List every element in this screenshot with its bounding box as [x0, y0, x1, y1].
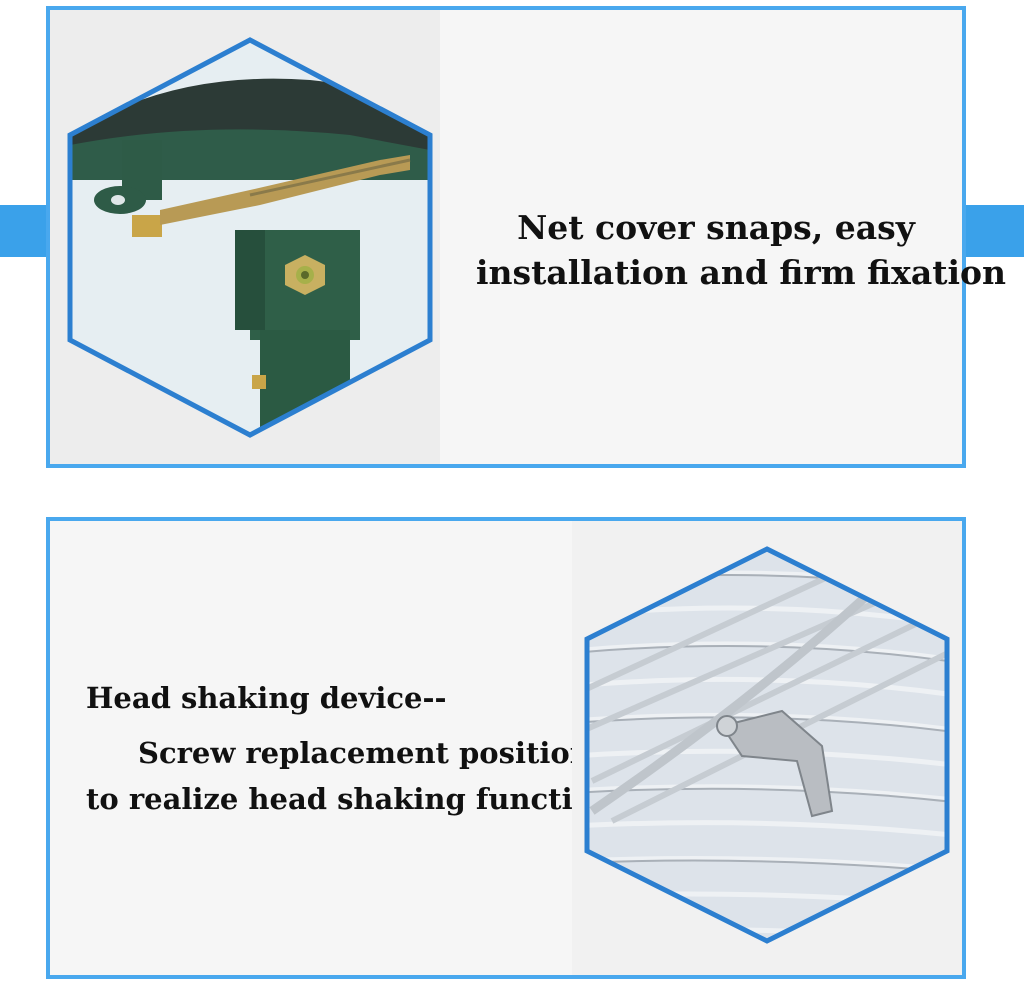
photo-frame-bottom	[572, 521, 962, 975]
caption-line-1: Net cover snaps, easy	[517, 208, 915, 247]
wire-grill-clip-photo-icon	[584, 546, 950, 944]
right-side-tab	[964, 205, 1024, 257]
caption-line-2: Screw replacement position	[138, 736, 591, 770]
feature-panel-head-shaking: Head shaking device-- Screw replacement …	[46, 517, 966, 979]
caption-line-2: installation and firm fixation	[476, 253, 1007, 292]
head-shaking-caption: Head shaking device-- Screw replacement …	[86, 671, 614, 817]
fan-base-hinge-photo-icon	[67, 37, 433, 438]
feature-panel-net-cover: Net cover snaps, easy installation and f…	[46, 6, 1007, 468]
caption-heading: Head shaking device--	[86, 681, 447, 715]
net-cover-caption: Net cover snaps, easy installation and f…	[476, 205, 1007, 295]
photo-frame-top	[50, 10, 440, 464]
caption-line-3: to realize head shaking function	[86, 782, 614, 816]
left-side-tab	[0, 205, 52, 257]
